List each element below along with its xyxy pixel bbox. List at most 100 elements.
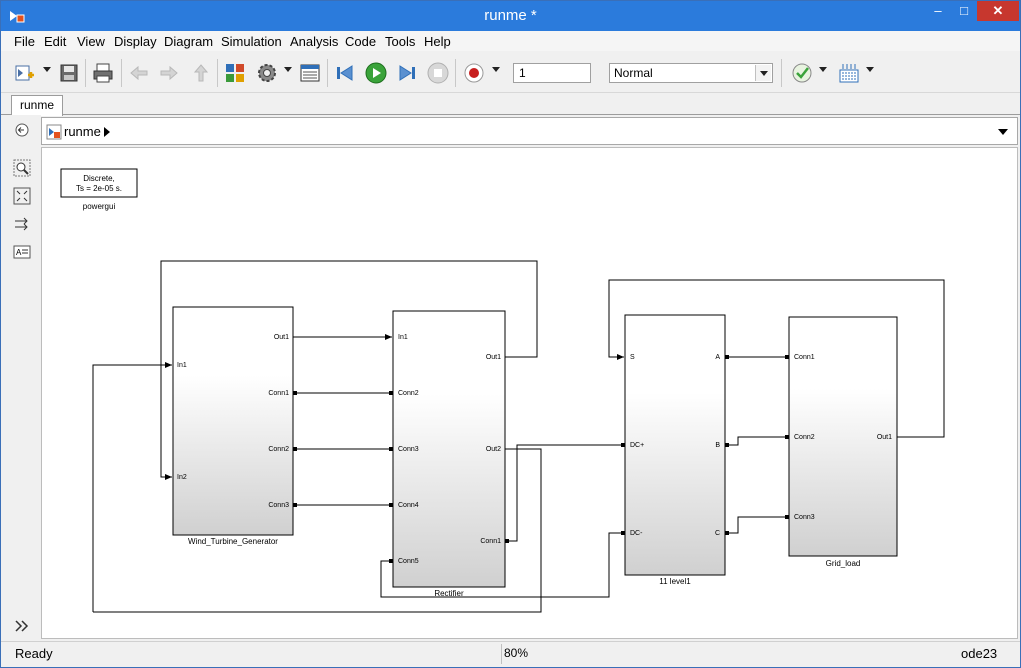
menu-view[interactable]: View bbox=[77, 34, 105, 49]
library-browser-icon[interactable] bbox=[223, 61, 247, 85]
port-label: Conn3 bbox=[268, 502, 289, 509]
port-label: S bbox=[630, 354, 635, 361]
maximize-button[interactable]: □ bbox=[960, 3, 968, 18]
port-label: Conn2 bbox=[794, 434, 815, 441]
port-label: DC+ bbox=[630, 442, 644, 449]
print-icon[interactable] bbox=[91, 61, 115, 85]
run-icon[interactable] bbox=[364, 61, 388, 85]
toolbar-separator bbox=[781, 59, 782, 87]
model-config-dropdown[interactable] bbox=[284, 67, 292, 72]
save-icon[interactable] bbox=[57, 61, 81, 85]
block-name: 11 level1 bbox=[659, 577, 691, 586]
port-label: Out1 bbox=[486, 354, 501, 361]
model-icon bbox=[46, 124, 62, 140]
signal-lines[interactable] bbox=[92, 260, 945, 613]
simulation-mode-value: Normal bbox=[614, 66, 653, 80]
new-model-icon[interactable] bbox=[13, 61, 37, 85]
step-forward-icon[interactable] bbox=[395, 61, 419, 85]
new-model-dropdown[interactable] bbox=[43, 67, 51, 72]
arrowheads bbox=[165, 334, 624, 480]
menu-simulation[interactable]: Simulation bbox=[221, 34, 282, 49]
annotation-icon[interactable]: A bbox=[13, 243, 31, 261]
menu-display[interactable]: Display bbox=[114, 34, 157, 49]
port-label: Out1 bbox=[274, 334, 289, 341]
expand-palette-icon[interactable] bbox=[13, 617, 31, 635]
port-label: Conn1 bbox=[480, 538, 501, 545]
check-icon[interactable] bbox=[790, 61, 814, 85]
port-label: Out1 bbox=[877, 434, 892, 441]
powergui-ts-text: Ts = 2e-05 s. bbox=[76, 184, 122, 193]
block-name: Wind_Turbine_Generator bbox=[188, 537, 278, 546]
stop-time-input[interactable]: 1 bbox=[513, 63, 591, 83]
close-button[interactable]: ✕ bbox=[977, 1, 1019, 21]
rectifier-block[interactable]: In1 Conn2 Conn3 Conn4 Conn5 Out1 Out2 Co… bbox=[389, 310, 509, 598]
port-label: Conn2 bbox=[268, 446, 289, 453]
port-label: B bbox=[715, 442, 720, 449]
title-bar: runme * – □ ✕ bbox=[1, 1, 1020, 31]
toolbar-separator bbox=[455, 59, 456, 87]
model-config-icon[interactable] bbox=[255, 61, 279, 85]
simulink-app-icon bbox=[9, 8, 25, 24]
powergui-block[interactable]: Discrete, Ts = 2e-05 s. powergui bbox=[60, 168, 138, 211]
port-label: Conn3 bbox=[794, 514, 815, 521]
model-explorer-icon[interactable] bbox=[298, 61, 322, 85]
menu-file[interactable]: File bbox=[14, 34, 35, 49]
stop-icon[interactable] bbox=[426, 61, 450, 85]
up-icon[interactable] bbox=[189, 61, 213, 85]
port-label: Out2 bbox=[486, 446, 501, 453]
port-label: Conn5 bbox=[398, 558, 419, 565]
chevron-down-icon[interactable] bbox=[755, 65, 771, 81]
menu-tools[interactable]: Tools bbox=[385, 34, 416, 49]
port-label: Conn1 bbox=[268, 390, 289, 397]
block-name: Rectifier bbox=[434, 589, 464, 598]
build-icon[interactable] bbox=[837, 61, 861, 85]
record-icon[interactable] bbox=[462, 61, 486, 85]
port-label: In1 bbox=[398, 334, 408, 341]
arrange-icon[interactable] bbox=[13, 215, 31, 233]
breadcrumb[interactable]: runme bbox=[64, 124, 101, 139]
check-dropdown[interactable] bbox=[819, 67, 827, 72]
zoom-icon[interactable] bbox=[13, 159, 31, 177]
port-label: Conn2 bbox=[398, 390, 419, 397]
grid-load-block[interactable]: Conn1 Conn2 Conn3 Out1 Grid_load bbox=[785, 316, 898, 568]
solver-name[interactable]: ode23 bbox=[961, 646, 998, 661]
powergui-name: powergui bbox=[83, 202, 116, 211]
left-palette: A bbox=[1, 115, 41, 639]
forward-icon[interactable] bbox=[157, 61, 181, 85]
minimize-button[interactable]: – bbox=[934, 3, 942, 18]
window-title: runme * bbox=[484, 7, 537, 24]
port-label: In1 bbox=[177, 362, 187, 369]
toolbar-separator bbox=[217, 59, 218, 87]
menu-analysis[interactable]: Analysis bbox=[290, 34, 339, 49]
build-dropdown[interactable] bbox=[866, 67, 874, 72]
toolbar: 1 Normal bbox=[1, 53, 1020, 93]
port-label: A bbox=[715, 354, 720, 361]
menu-diagram[interactable]: Diagram bbox=[164, 34, 214, 49]
toolbar-separator bbox=[85, 59, 86, 87]
block-diagram[interactable]: Discrete, Ts = 2e-05 s. powergui bbox=[42, 148, 1018, 639]
menu-code[interactable]: Code bbox=[345, 34, 377, 49]
port-label: In2 bbox=[177, 474, 187, 481]
wind-turbine-generator-block[interactable]: In1 In2 Out1 Conn1 Conn2 Conn3 Wind_Turb… bbox=[172, 306, 297, 546]
toolbar-separator bbox=[121, 59, 122, 87]
menu-bar: File Edit View Display Diagram Simulatio… bbox=[1, 31, 1020, 51]
fit-to-view-icon[interactable] bbox=[13, 187, 31, 205]
simulation-mode-select[interactable]: Normal bbox=[609, 63, 773, 83]
chevron-down-icon[interactable] bbox=[998, 129, 1008, 135]
breadcrumb-arrow-icon[interactable] bbox=[104, 127, 110, 137]
tab-runme[interactable]: runme bbox=[11, 95, 63, 116]
model-canvas[interactable]: Discrete, Ts = 2e-05 s. powergui bbox=[41, 147, 1018, 639]
toolbar-separator bbox=[327, 59, 328, 87]
multilevel-inverter-block[interactable]: S DC+ DC- A B C 11 level1 bbox=[621, 314, 729, 586]
hide-browser-icon[interactable] bbox=[13, 121, 31, 139]
block-name: Grid_load bbox=[826, 559, 861, 568]
menu-help[interactable]: Help bbox=[424, 34, 451, 49]
model-address-bar[interactable]: runme bbox=[41, 117, 1018, 145]
tab-strip: runme bbox=[1, 94, 1020, 116]
step-back-icon[interactable] bbox=[333, 61, 357, 85]
record-dropdown[interactable] bbox=[492, 67, 500, 72]
menu-edit[interactable]: Edit bbox=[44, 34, 67, 49]
zoom-level: 80% bbox=[501, 644, 791, 664]
back-icon[interactable] bbox=[127, 61, 151, 85]
svg-text:A: A bbox=[16, 248, 22, 257]
